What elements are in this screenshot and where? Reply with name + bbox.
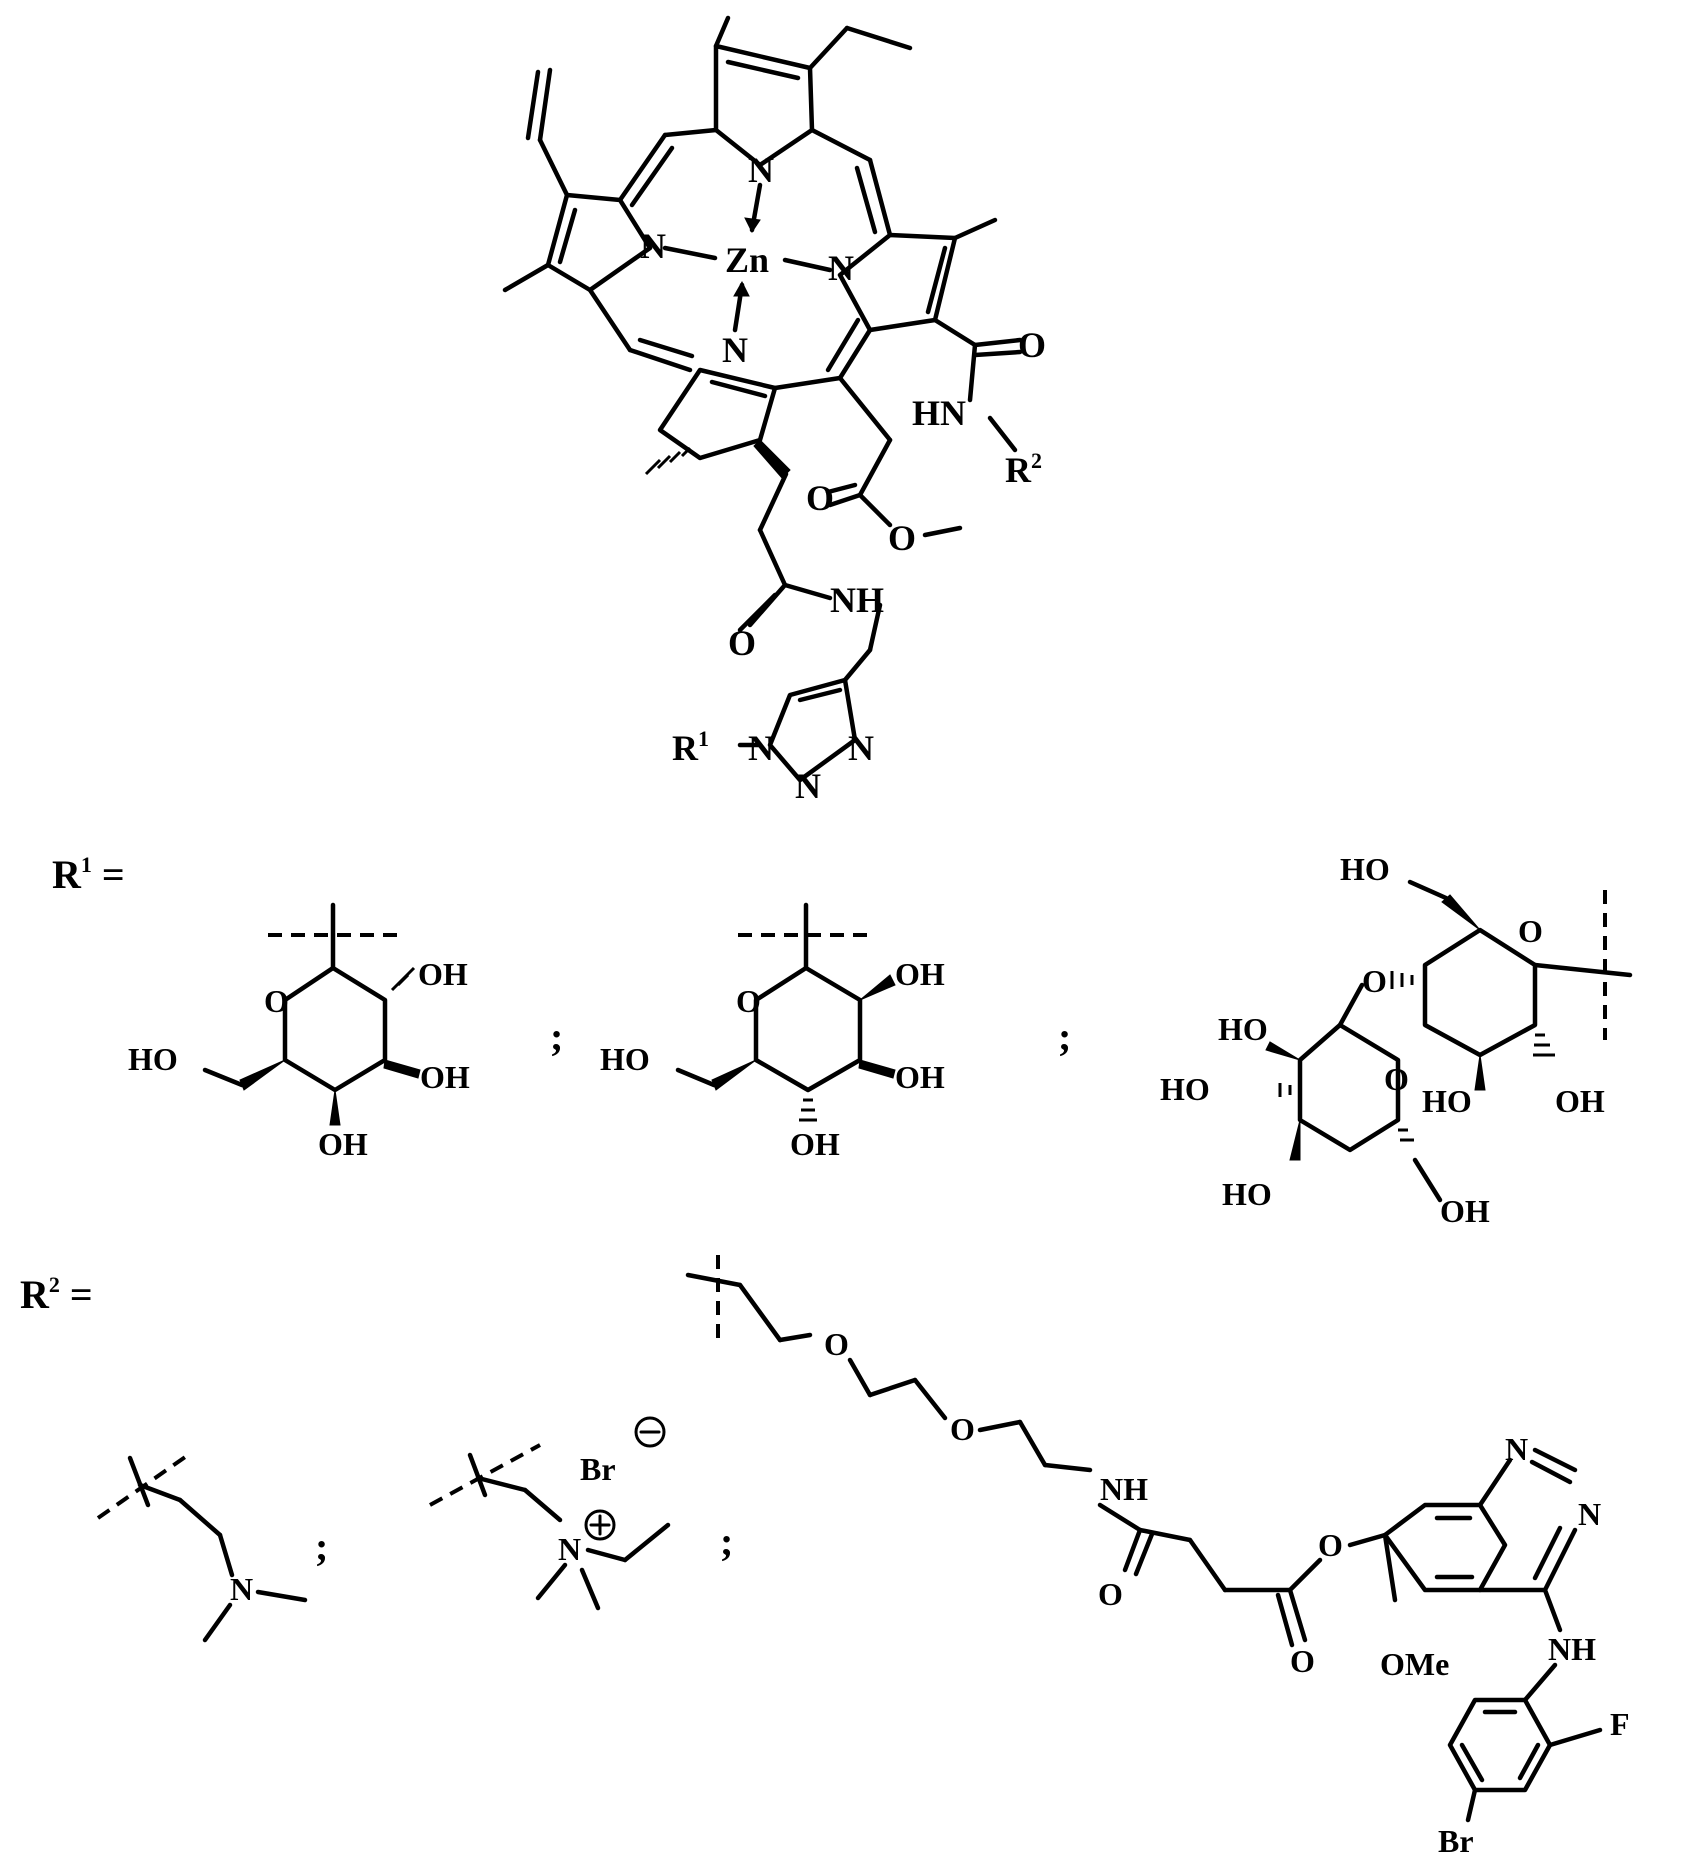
svg-text:O: O bbox=[824, 1326, 849, 1362]
oh-label: OH bbox=[895, 956, 945, 992]
ome-label: OMe bbox=[1380, 1646, 1449, 1682]
br-label: Br bbox=[1438, 1823, 1474, 1853]
svg-text:R1=: R1= bbox=[52, 852, 125, 897]
nh-label: NH bbox=[1548, 1631, 1596, 1667]
svg-text:O: O bbox=[264, 983, 289, 1019]
atom-n-triazole-1: N bbox=[748, 728, 774, 768]
svg-text:O: O bbox=[1290, 1643, 1315, 1679]
r2-label-core: R2 bbox=[1005, 448, 1042, 490]
chlorin-core bbox=[502, 15, 1023, 783]
ho-label: HO bbox=[128, 1041, 178, 1077]
svg-text:O: O bbox=[736, 983, 761, 1019]
oh-label: OH bbox=[790, 1126, 840, 1162]
svg-text:O: O bbox=[1098, 1576, 1123, 1612]
atom-n-top: N bbox=[748, 150, 774, 190]
nh-label: NH bbox=[1100, 1471, 1148, 1507]
ho-label: HO bbox=[1218, 1011, 1268, 1047]
oh-label: OH bbox=[420, 1059, 470, 1095]
oh-label: OH bbox=[318, 1126, 368, 1162]
oh-label: OH bbox=[418, 956, 468, 992]
atom-n-right: N bbox=[828, 248, 854, 288]
atom-n-triazole-3: N bbox=[795, 766, 821, 806]
atom-n-bottom: N bbox=[722, 330, 748, 370]
ho-label: HO bbox=[1222, 1176, 1272, 1212]
r1-definition-label: R1= bbox=[52, 852, 125, 897]
svg-text:O: O bbox=[950, 1411, 975, 1447]
n-label: N bbox=[230, 1571, 253, 1607]
separator: ; bbox=[1058, 1014, 1071, 1059]
plus-charge bbox=[584, 1509, 616, 1541]
atom-n-triazole-2: N bbox=[848, 728, 874, 768]
r1-disaccharide: O HO O HO OH O HO HO HO OH bbox=[1160, 851, 1633, 1229]
minus-charge bbox=[634, 1416, 666, 1448]
atom-n-left: N bbox=[640, 226, 666, 266]
svg-text:O: O bbox=[1318, 1527, 1343, 1563]
r2-linker-gefitinib: O O NH O O O N N OMe NH bbox=[685, 1255, 1630, 1853]
separator: ; bbox=[720, 1519, 733, 1564]
atom-o-ester: O bbox=[888, 518, 916, 558]
f-label: F bbox=[1610, 1706, 1630, 1742]
atom-metal: Zn bbox=[725, 240, 769, 280]
oh-label: OH bbox=[1555, 1083, 1605, 1119]
n-label: N bbox=[1578, 1496, 1601, 1532]
ho-label: HO bbox=[600, 1041, 650, 1077]
br-label: Br bbox=[580, 1451, 616, 1487]
r2-dimethylamino: N bbox=[96, 1453, 308, 1643]
atom-nh-bottom: NH bbox=[830, 580, 884, 620]
svg-text:O: O bbox=[1362, 963, 1387, 999]
ho-label: HO bbox=[1160, 1071, 1210, 1107]
oh-label: OH bbox=[895, 1059, 945, 1095]
r1-sugar-1: O OH OH OH HO bbox=[128, 902, 470, 1162]
r1-label-core: R1 bbox=[672, 726, 709, 768]
oh-label: OH bbox=[1440, 1193, 1490, 1229]
svg-text:R2=: R2= bbox=[20, 1272, 93, 1317]
ho-label: HO bbox=[1422, 1083, 1472, 1119]
atom-hn: HN bbox=[912, 393, 966, 433]
r2-definition-label: R2= bbox=[20, 1272, 93, 1317]
ho-label: HO bbox=[1340, 851, 1390, 887]
atom-o-ester-carbonyl: O bbox=[806, 478, 834, 518]
n-label: N bbox=[558, 1531, 581, 1567]
svg-text:O: O bbox=[1384, 1061, 1409, 1097]
svg-text:O: O bbox=[1518, 913, 1543, 949]
r2-ammonium: N Br bbox=[429, 1416, 671, 1611]
n-label: N bbox=[1505, 1431, 1528, 1467]
hashed-methyl-bond bbox=[644, 446, 692, 476]
r1-sugar-2: O OH OH OH HO bbox=[600, 902, 945, 1162]
separator: ; bbox=[550, 1014, 563, 1059]
core-labels: Zn N N N N O HN R2 O O NH O N N N R1 bbox=[640, 150, 1046, 806]
separator: ; bbox=[315, 1524, 328, 1569]
atom-o-bottom: O bbox=[728, 623, 756, 663]
atom-o-amide: O bbox=[1018, 325, 1046, 365]
